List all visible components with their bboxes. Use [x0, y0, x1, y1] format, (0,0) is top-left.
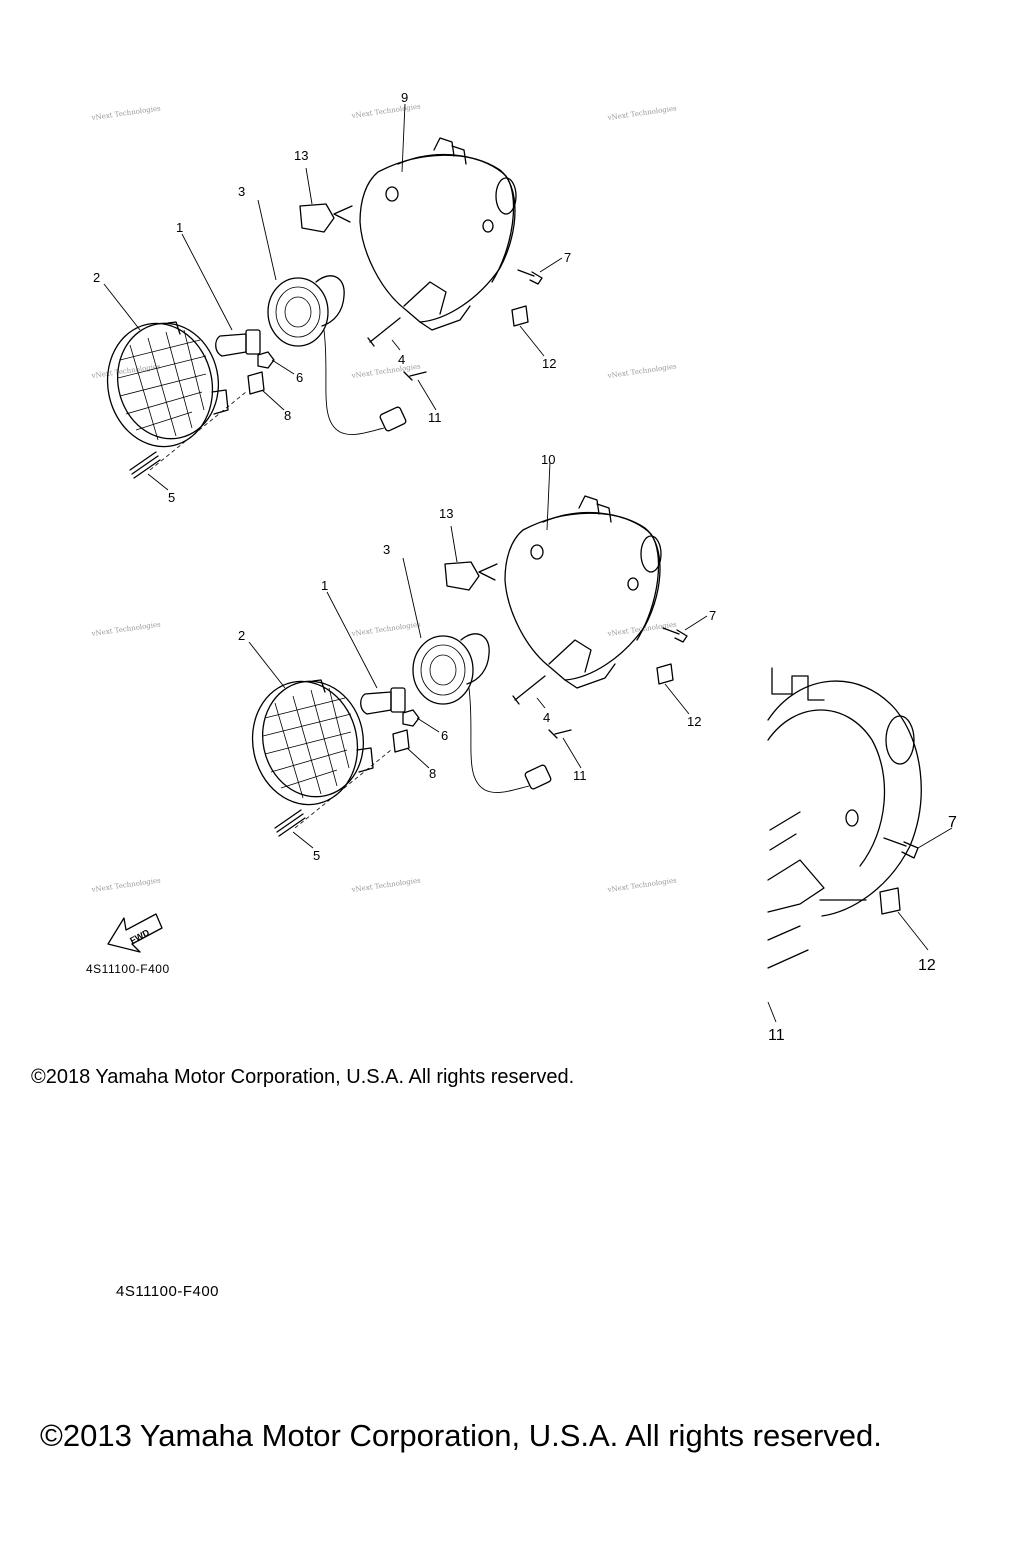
callout-9: 9 [401, 90, 408, 105]
screw-part [512, 675, 546, 705]
watermark-text: vNext Technologies [90, 362, 161, 380]
screw-part [883, 837, 919, 859]
callout-7: 7 [709, 608, 716, 623]
bulb-part [360, 687, 406, 715]
callout-11: 11 [573, 768, 587, 783]
clip-nut-part [879, 887, 901, 915]
screw-part [367, 317, 401, 347]
callout-12: 12 [918, 957, 936, 974]
bracket-pad-part [299, 203, 335, 233]
bulb-part [215, 329, 261, 357]
callout-7: 7 [948, 814, 957, 831]
adjust-spring-part [129, 451, 161, 479]
screw-part [403, 371, 427, 381]
callout-13: 13 [294, 148, 308, 163]
headlight-lens-part [106, 321, 229, 448]
callout-6: 6 [296, 370, 303, 385]
nut-part [257, 351, 275, 369]
watermark-text: vNext Technologies [350, 362, 421, 380]
connector-part [379, 406, 407, 432]
watermark-text: vNext Technologies [606, 362, 677, 380]
forward-arrow-icon: FWD [107, 913, 163, 953]
callout-12: 12 [687, 714, 701, 729]
callout-12: 12 [542, 356, 556, 371]
clip-part [392, 729, 410, 753]
watermark-text: vNext Technologies [606, 104, 677, 122]
clip-nut-part [656, 663, 674, 685]
callout-1: 1 [321, 578, 328, 593]
watermark-text: vNext Technologies [606, 876, 677, 894]
copyright-2013: ©2013 Yamaha Motor Corporation, U.S.A. A… [40, 1418, 882, 1453]
callout-5: 5 [313, 848, 320, 863]
watermark-text: vNext Technologies [90, 104, 161, 122]
upper-headlight-assembly: 9 13 3 1 2 7 12 4 6 8 11 5 [93, 90, 571, 505]
housing-part [333, 137, 517, 331]
clip-part [247, 371, 265, 395]
callout-4: 4 [543, 710, 550, 725]
screw-part [548, 729, 572, 739]
callout-2: 2 [238, 628, 245, 643]
watermark-text: vNext Technologies [350, 102, 421, 120]
watermark-text: vNext Technologies [350, 876, 421, 894]
copyright-2018: ©2018 Yamaha Motor Corporation, U.S.A. A… [31, 1066, 575, 1088]
lower-headlight-assembly: 10 13 3 1 2 7 12 4 6 8 11 5 [238, 452, 716, 863]
drawing-code: 4S11100-F400 [86, 962, 170, 976]
clip-nut-part [511, 305, 529, 327]
headlight-lens-part [251, 679, 374, 806]
callout-11: 11 [768, 1027, 785, 1044]
bracket-pad-part [444, 561, 480, 591]
callout-1: 1 [176, 220, 183, 235]
callout-8: 8 [429, 766, 436, 781]
callout-8: 8 [284, 408, 291, 423]
callout-2: 2 [93, 270, 100, 285]
socket-part [267, 275, 385, 435]
socket-part [412, 633, 530, 793]
nut-part [402, 709, 420, 727]
adjust-spring-part [274, 809, 306, 837]
screw-part [517, 269, 543, 285]
connector-part [524, 764, 552, 790]
watermark-text: vNext Technologies [350, 620, 421, 638]
callout-4: 4 [398, 352, 405, 367]
screw-part [662, 627, 688, 643]
callout-6: 6 [441, 728, 448, 743]
watermark-text: vNext Technologies [90, 876, 161, 894]
housing-part [478, 495, 662, 689]
callout-5: 5 [168, 490, 175, 505]
callout-3: 3 [238, 184, 245, 199]
callout-11: 11 [428, 410, 442, 425]
inset-enlarged-housing: 7 12 11 [767, 667, 957, 1044]
drawing-code-large: 4S11100-F400 [116, 1283, 220, 1300]
callout-13: 13 [439, 506, 453, 521]
callout-10: 10 [541, 452, 555, 467]
callout-3: 3 [383, 542, 390, 557]
fwd-label: FWD [128, 927, 151, 946]
callout-7: 7 [564, 250, 571, 265]
watermark-text: vNext Technologies [90, 620, 161, 638]
